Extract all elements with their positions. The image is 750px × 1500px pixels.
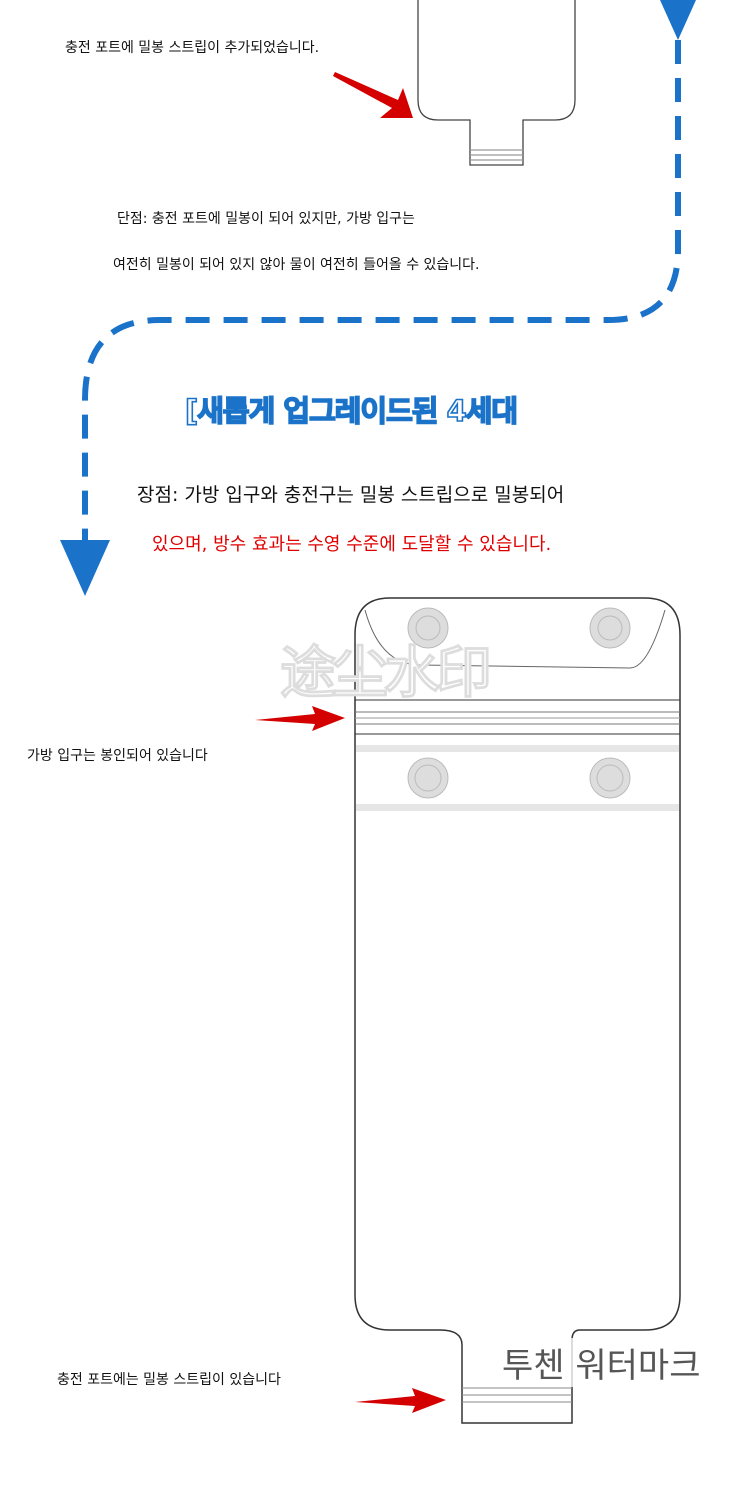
drawback-line-2: 여전히 밀봉이 되어 있지 않아 물이 여전히 들어올 수 있습니다. — [113, 257, 480, 273]
dashed-flow-line — [82, 40, 681, 540]
top-caption: 충전 포트에 밀봉 스트립이 추가되었습니다. — [65, 40, 320, 56]
flow-arrow-top — [660, 0, 696, 40]
red-arrow-port — [355, 1388, 446, 1413]
drawback-line-1: 단점: 충전 포트에 밀봉이 되어 있지만, 가방 입구는 — [117, 211, 415, 227]
bag-opening-label: 가방 입구는 봉인되어 있습니다 — [27, 748, 208, 764]
headline: [새롭게 업그레이드된 4세대 — [184, 393, 519, 429]
flow-arrow-bottom — [60, 540, 110, 596]
snap-buttons — [407, 607, 631, 799]
charging-port-label: 충전 포트에는 밀봉 스트립이 있습니다 — [57, 1372, 281, 1388]
red-arrow-top — [333, 72, 413, 118]
advantage-line-1: 장점: 가방 입구와 충전구는 밀봉 스트립으로 밀봉되어 — [137, 484, 565, 506]
korean-watermark: 투첸 워터마크 — [502, 1338, 701, 1387]
chinese-watermark: 途尘水印 — [280, 641, 493, 707]
red-arrow-opening — [255, 706, 345, 731]
advantage-line-2: 있으며, 방수 효과는 수영 수준에 도달할 수 있습니다. — [152, 534, 552, 555]
new-bag-drawing — [354, 597, 681, 1424]
old-bag-drawing — [417, 0, 576, 166]
